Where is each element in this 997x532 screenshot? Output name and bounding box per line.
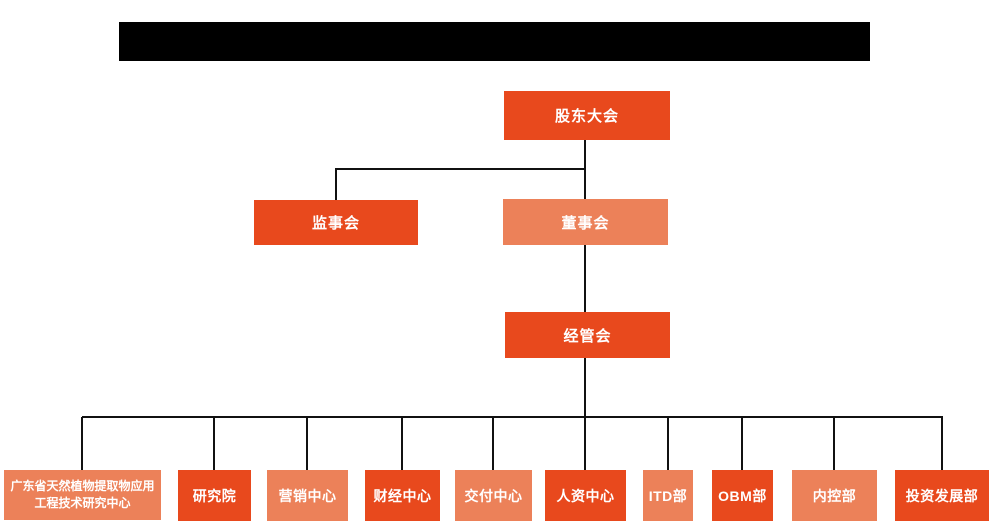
org-node-management-committee: 经管会	[505, 312, 670, 358]
org-node-delivery-center: 交付中心	[455, 470, 532, 521]
connector-supervisory-drop	[335, 168, 337, 200]
connector-directors-management	[584, 245, 586, 312]
connector-dept-drop-5	[492, 417, 494, 470]
org-node-guangdong-research-center: 广东省天然植物提取物应用工程技术研究中心	[4, 470, 161, 520]
org-node-supervisory-board: 监事会	[254, 200, 418, 245]
org-node-finance-center: 财经中心	[365, 470, 440, 521]
org-node-research-institute: 研究院	[178, 470, 251, 521]
connector-dept-drop-7	[667, 417, 669, 470]
connector-dept-drop-8	[741, 417, 743, 470]
connector-dept-drop-6	[584, 417, 586, 470]
connector-management-down	[584, 358, 586, 417]
connector-level2-horizontal	[335, 168, 586, 170]
org-node-obm-department: OBM部	[712, 470, 773, 521]
redacted-title-bar	[119, 22, 870, 61]
connector-dept-drop-4	[401, 417, 403, 470]
org-node-shareholders-meeting: 股东大会	[504, 91, 670, 140]
connector-dept-drop-10	[941, 417, 943, 470]
connector-dept-drop-1	[81, 417, 83, 470]
org-node-board-of-directors: 董事会	[503, 199, 668, 245]
connector-departments-horizontal	[82, 416, 943, 418]
connector-dept-drop-2	[213, 417, 215, 470]
org-node-internal-control-department: 内控部	[792, 470, 877, 521]
connector-dept-drop-3	[306, 417, 308, 470]
org-node-marketing-center: 营销中心	[267, 470, 348, 521]
connector-dept-drop-9	[833, 417, 835, 470]
org-node-itd-department: ITD部	[643, 470, 693, 521]
org-node-hr-center: 人资中心	[545, 470, 626, 521]
org-node-investment-development-department: 投资发展部	[895, 470, 989, 521]
